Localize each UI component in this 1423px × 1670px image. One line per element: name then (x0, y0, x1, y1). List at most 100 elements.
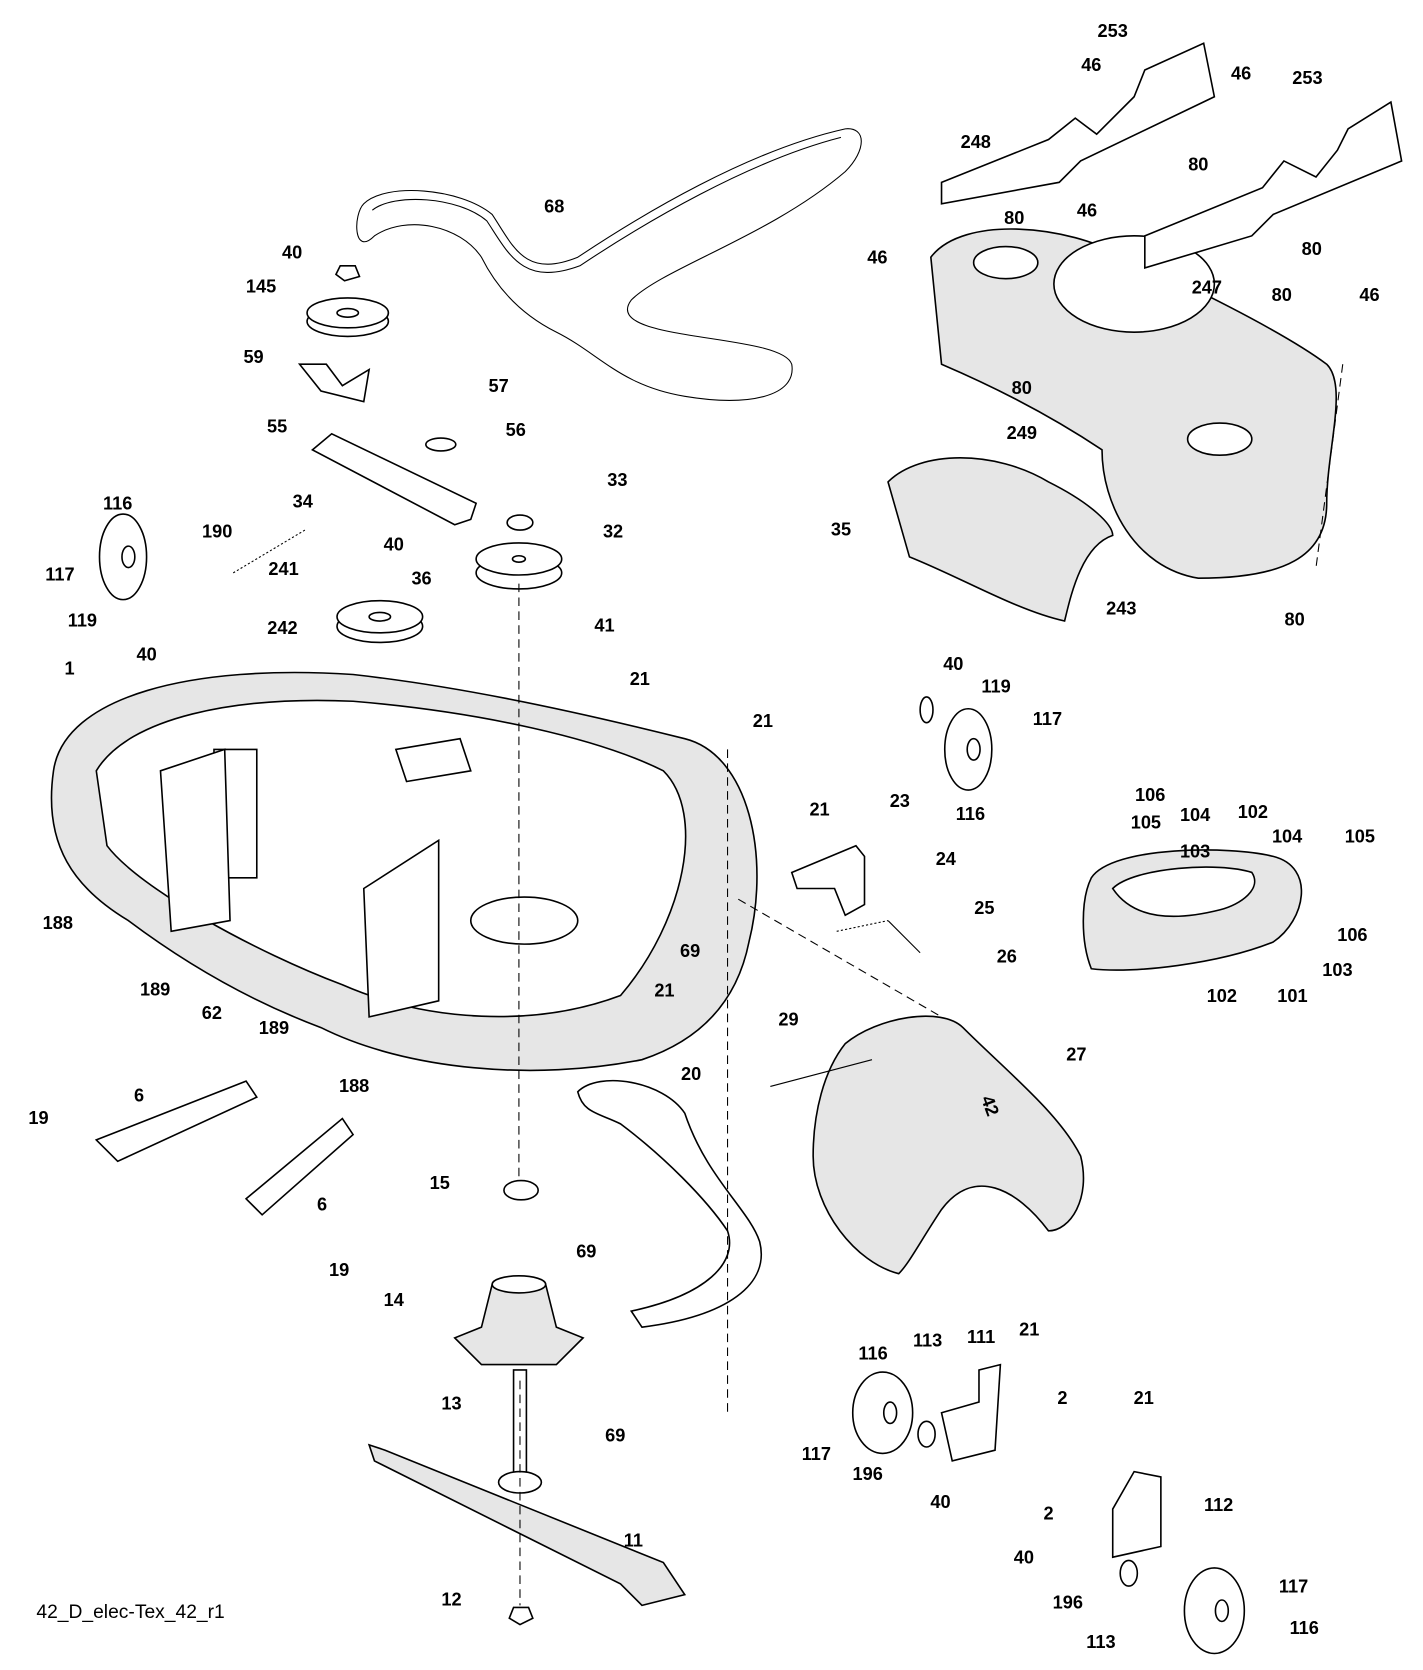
part-callout: 80 (1004, 208, 1024, 228)
part-callout: 21 (1134, 1388, 1154, 1408)
part-callout: 80 (1272, 285, 1292, 305)
part-callout: 248 (961, 132, 991, 152)
part-callout: 40 (943, 654, 963, 674)
part-callout: 196 (853, 1464, 883, 1484)
bracket-23 (790, 844, 866, 917)
part-callout: 34 (293, 492, 314, 512)
part-callout: 68 (544, 196, 564, 216)
part-callout: 253 (1292, 68, 1322, 88)
part-callout: 116 (956, 804, 985, 824)
pulley-32 (475, 542, 563, 590)
part-callout: 21 (654, 981, 674, 1001)
part-callout: 69 (576, 1242, 596, 1262)
part-callout: 2 (1043, 1504, 1053, 1524)
part-callout: 106 (1337, 925, 1367, 945)
spindle-opening (469, 896, 579, 945)
part-callout: 242 (267, 618, 297, 638)
part-callout: 101 (1277, 986, 1307, 1006)
part-callout: 35 (831, 519, 851, 539)
part-callout: 15 (430, 1173, 450, 1193)
part-callout: 119 (68, 610, 97, 630)
part-callout: 6 (317, 1195, 327, 1215)
part-callout: 80 (1012, 378, 1032, 398)
washer-196-left (917, 1420, 936, 1448)
part-callout: 69 (605, 1426, 625, 1446)
spring-25 (836, 920, 889, 932)
part-callout: 14 (384, 1290, 405, 1310)
shield-248 (940, 42, 1216, 205)
part-callout: 6 (134, 1085, 144, 1105)
part-callout: 188 (339, 1076, 369, 1096)
part-callout: 196 (1053, 1593, 1083, 1613)
part-callout: 40 (930, 1492, 950, 1512)
washer-196-right (1119, 1559, 1139, 1587)
part-callout: 111 (967, 1327, 995, 1347)
part-callout: 105 (1131, 813, 1161, 833)
part-callout: 55 (267, 417, 287, 437)
part-callout: 33 (607, 470, 627, 490)
part-callout: 113 (1086, 1632, 1115, 1652)
part-callout: 40 (282, 242, 302, 262)
part-callout: 189 (259, 1018, 289, 1038)
part-callout: 21 (809, 800, 829, 820)
part-callout: 105 (1345, 826, 1375, 846)
gauge-wheel-117-left (98, 513, 148, 601)
part-callout: 27 (1066, 1045, 1086, 1065)
spindle-14 (453, 1275, 585, 1366)
part-callout: 46 (1231, 64, 1251, 84)
bearing-15 (503, 1179, 539, 1201)
part-callout: 41 (594, 616, 614, 636)
rod-29 (770, 1059, 873, 1087)
part-callout: 26 (997, 946, 1017, 966)
part-callout: 32 (603, 522, 623, 542)
gauge-wheel-117-right (943, 707, 993, 791)
part-callout: 21 (753, 711, 773, 731)
bracket-59 (297, 363, 371, 403)
part-callout: 46 (1081, 55, 1101, 75)
blade-11 (367, 1443, 687, 1607)
part-callout: 253 (1098, 21, 1128, 41)
part-callout: 117 (45, 564, 74, 584)
part-callout: 117 (802, 1444, 831, 1464)
part-callout: 19 (28, 1108, 48, 1128)
part-callout: 1 (64, 659, 74, 679)
bracket-112 (1111, 1470, 1162, 1559)
part-callout: 249 (1007, 423, 1037, 443)
part-callout: 241 (268, 559, 298, 579)
nut-40-top (334, 264, 361, 282)
part-callout: 25 (974, 898, 994, 918)
part-callout: 188 (43, 913, 73, 933)
part-callout: 36 (411, 569, 431, 589)
part-callout: 20 (681, 1064, 701, 1084)
part-callout: 104 (1180, 805, 1211, 825)
part-callout: 80 (1302, 239, 1322, 259)
washer-56 (425, 437, 457, 452)
gauge-wheel-117-lower-right (1183, 1567, 1246, 1655)
part-callout: 80 (1188, 155, 1208, 175)
part-callout: 56 (506, 420, 526, 440)
part-callout: 40 (1014, 1548, 1034, 1568)
idler-pulley-36 (336, 599, 424, 644)
bracket-6-upper (94, 1080, 258, 1163)
part-callout: 190 (202, 522, 232, 542)
bolt-12 (508, 1606, 534, 1626)
part-callout: 21 (630, 669, 650, 689)
part-callout: 11 (624, 1531, 643, 1551)
part-callout: 243 (1106, 599, 1136, 619)
shield-247 (1144, 100, 1403, 270)
part-callout: 189 (140, 979, 170, 999)
part-callout: 69 (680, 941, 700, 961)
part-callout: 40 (136, 645, 156, 665)
part-callout: 46 (1077, 201, 1097, 221)
part-callout: 102 (1238, 802, 1268, 822)
part-callout: 62 (202, 1003, 222, 1023)
gauge-wheel-117-lower-left (851, 1371, 914, 1455)
part-callout: 116 (1290, 1618, 1319, 1638)
part-callout: 23 (890, 791, 910, 811)
part-callout: 103 (1322, 960, 1352, 980)
part-callout: 106 (1135, 785, 1165, 805)
bracket-6-lower (244, 1117, 355, 1216)
part-callout: 24 (936, 849, 957, 869)
